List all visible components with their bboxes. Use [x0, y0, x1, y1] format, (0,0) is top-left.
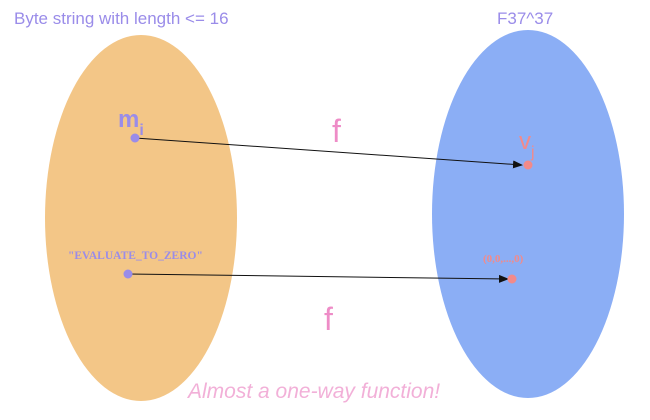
zero-vector-label: (0,0,...,0) — [483, 253, 524, 265]
m-base: m — [118, 106, 139, 133]
function-label-bottom: f — [324, 301, 333, 337]
v-subscript: j — [530, 144, 535, 161]
point-m-i — [130, 133, 140, 143]
evaluate-to-zero-label: "EVALUATE_TO_ZERO" — [68, 250, 203, 262]
mapping-arrow-m-to-v — [134, 137, 523, 169]
v-j-label: vj — [519, 128, 535, 161]
function-label-top: f — [332, 113, 341, 149]
m-i-label: mi — [118, 106, 144, 139]
left-set-title: Byte string with length <= 16 — [14, 9, 229, 28]
caption: Almost a one-way function! — [186, 380, 440, 403]
m-subscript: i — [139, 122, 143, 139]
mapping-arrow-evaluate-to-zero — [127, 273, 509, 283]
point-evaluate-to-zero — [123, 269, 133, 279]
v-base: v — [519, 128, 531, 155]
right-set-title: F37^37 — [497, 9, 553, 28]
right-set-ellipse — [432, 30, 624, 398]
left-set-ellipse — [45, 35, 237, 401]
point-zero-vector — [507, 274, 517, 284]
point-v-j — [523, 160, 533, 170]
